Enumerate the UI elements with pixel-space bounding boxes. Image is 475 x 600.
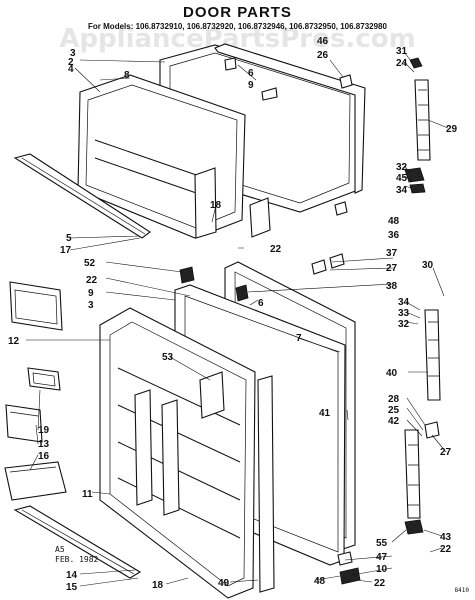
- callout-22d: 22: [374, 578, 386, 589]
- callout-45: 45: [396, 173, 408, 184]
- callout-48b: 48: [314, 576, 326, 587]
- hinge-hardware-lower: [179, 253, 440, 585]
- callout-25: 25: [388, 405, 400, 416]
- lower-handle-assembly: [404, 309, 441, 535]
- corner-code: 8410: [454, 587, 469, 594]
- large-door-bin: [4, 461, 67, 501]
- callout-3b: 3: [88, 300, 94, 311]
- callout-32b: 32: [398, 319, 410, 330]
- callout-15: 15: [66, 582, 78, 593]
- freezer-shelf-rail: [13, 153, 151, 239]
- model-list: For Models: 106.8732910, 106.8732920, 10…: [88, 22, 387, 31]
- callout-2: 2: [68, 57, 74, 68]
- stamp-line-2: FEB. 1982: [55, 555, 99, 564]
- stamp-line-1: A5: [55, 545, 65, 554]
- door-trim-strip: [257, 375, 275, 593]
- callout-labels: 2 46 26 31 24 3 6 9 4 29 8 32 45 34 18 5…: [8, 36, 458, 593]
- callout-9b: 9: [88, 288, 94, 299]
- callout-18: 18: [210, 200, 222, 211]
- callout-22c: 22: [440, 544, 452, 555]
- lower-shelf-rail: [13, 505, 142, 579]
- callout-27: 27: [386, 263, 398, 274]
- callout-43: 43: [440, 532, 452, 543]
- callout-22: 22: [270, 244, 282, 255]
- callout-38: 38: [386, 281, 398, 292]
- callout-34: 34: [396, 185, 408, 196]
- callout-53: 53: [162, 352, 174, 363]
- egg-tray: [27, 367, 61, 391]
- small-door-bin: [5, 404, 43, 443]
- callout-42: 42: [388, 416, 400, 427]
- callout-7: 7: [296, 333, 302, 344]
- callout-48: 48: [388, 216, 400, 227]
- callout-6b: 6: [258, 298, 264, 309]
- callout-30: 30: [422, 260, 434, 271]
- callout-29: 29: [446, 124, 458, 135]
- callout-46: 46: [317, 36, 329, 47]
- callout-6: 6: [248, 68, 254, 79]
- callout-9: 9: [248, 80, 254, 91]
- callout-26: 26: [317, 50, 329, 61]
- callout-14: 14: [66, 570, 78, 581]
- callout-33: 33: [398, 308, 410, 319]
- callout-34b: 34: [398, 297, 410, 308]
- upper-handle-assembly: [404, 57, 431, 194]
- dairy-door-bin: [9, 281, 63, 331]
- door-liner-shelf-front: [134, 389, 180, 516]
- leader-lines: [26, 51, 449, 587]
- callout-10: 10: [376, 564, 388, 575]
- callout-11: 11: [82, 489, 93, 500]
- date-stamp: A5 FEB. 1982: [55, 545, 98, 565]
- callout-16: 16: [38, 451, 50, 462]
- callout-22b: 22: [86, 275, 98, 286]
- hinge-pin-upper: [224, 57, 353, 101]
- callout-31: 31: [396, 46, 408, 57]
- callout-12: 12: [8, 336, 20, 347]
- callout-8: 8: [124, 70, 130, 81]
- callout-4: 4: [68, 64, 74, 75]
- freezer-door-panel: [214, 43, 366, 194]
- callout-18b: 18: [152, 580, 164, 591]
- page-title: DOOR PARTS: [183, 4, 292, 21]
- callout-24: 24: [396, 58, 408, 69]
- callout-47: 47: [376, 552, 388, 563]
- callout-13: 13: [38, 439, 50, 450]
- callout-17: 17: [60, 245, 72, 256]
- callout-27b: 27: [440, 447, 452, 458]
- callout-37: 37: [386, 248, 398, 259]
- callout-52: 52: [84, 258, 96, 269]
- callout-28: 28: [388, 394, 400, 405]
- callout-5: 5: [66, 233, 72, 244]
- callout-41: 41: [319, 408, 331, 419]
- callout-19: 19: [38, 425, 50, 436]
- callout-49: 49: [218, 578, 230, 589]
- callout-3: 3: [70, 48, 76, 59]
- hinge-bracket: [334, 201, 348, 216]
- callout-40: 40: [386, 368, 398, 379]
- callout-36: 36: [388, 230, 400, 241]
- callout-32: 32: [396, 162, 408, 173]
- callout-55: 55: [376, 538, 388, 549]
- freezer-hinge-cover: [249, 197, 271, 238]
